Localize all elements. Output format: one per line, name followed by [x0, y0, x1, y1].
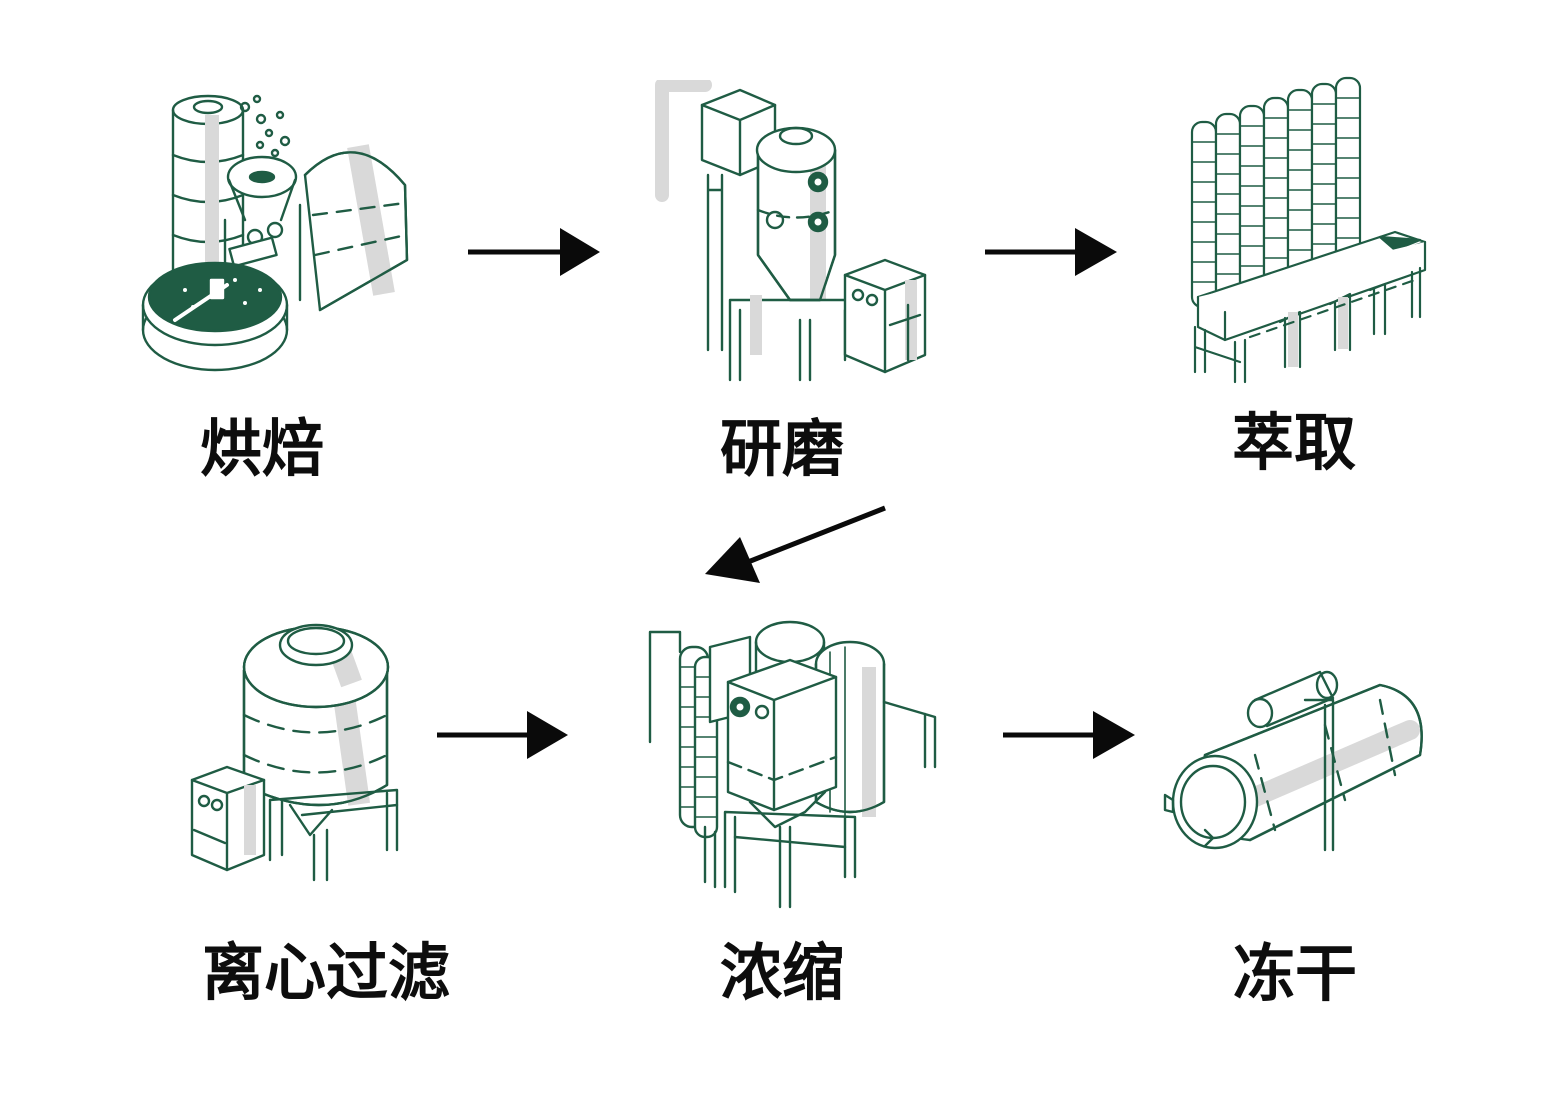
arrow-concentrate-to-freeze [1003, 711, 1135, 759]
step-extraction: 萃取 [1180, 72, 1440, 474]
step-grinding: 研磨 [650, 80, 940, 480]
step-label: 离心过滤 [202, 936, 451, 1009]
step-label: 浓缩 [720, 936, 845, 1009]
centrifuge-tank-icon [190, 623, 399, 882]
freeze-dryer-tank-icon [1163, 670, 1423, 852]
step-freeze-drying: 冻干 [1155, 660, 1435, 1005]
step-roasting: 烘焙 [135, 85, 425, 480]
extraction-columns-icon [1190, 76, 1427, 384]
step-concentration: 浓缩 [640, 612, 950, 1004]
evaporator-concentrator-icon [648, 620, 937, 909]
step-centrifuge: 离心过滤 [182, 615, 450, 1004]
step-label: 冻干 [1233, 937, 1358, 1010]
step-label: 萃取 [1232, 406, 1357, 479]
roaster-machine-icon [141, 94, 409, 372]
step-label: 研磨 [720, 412, 845, 485]
arrow-grind-to-extract [985, 228, 1117, 276]
arrow-roast-to-grind [468, 228, 600, 276]
step-label: 烘焙 [200, 412, 325, 485]
arrow-extract-to-concentrate [705, 505, 886, 583]
arrow-centrifuge-to-concentrate [437, 711, 568, 759]
grinder-machine-icon [655, 80, 927, 382]
